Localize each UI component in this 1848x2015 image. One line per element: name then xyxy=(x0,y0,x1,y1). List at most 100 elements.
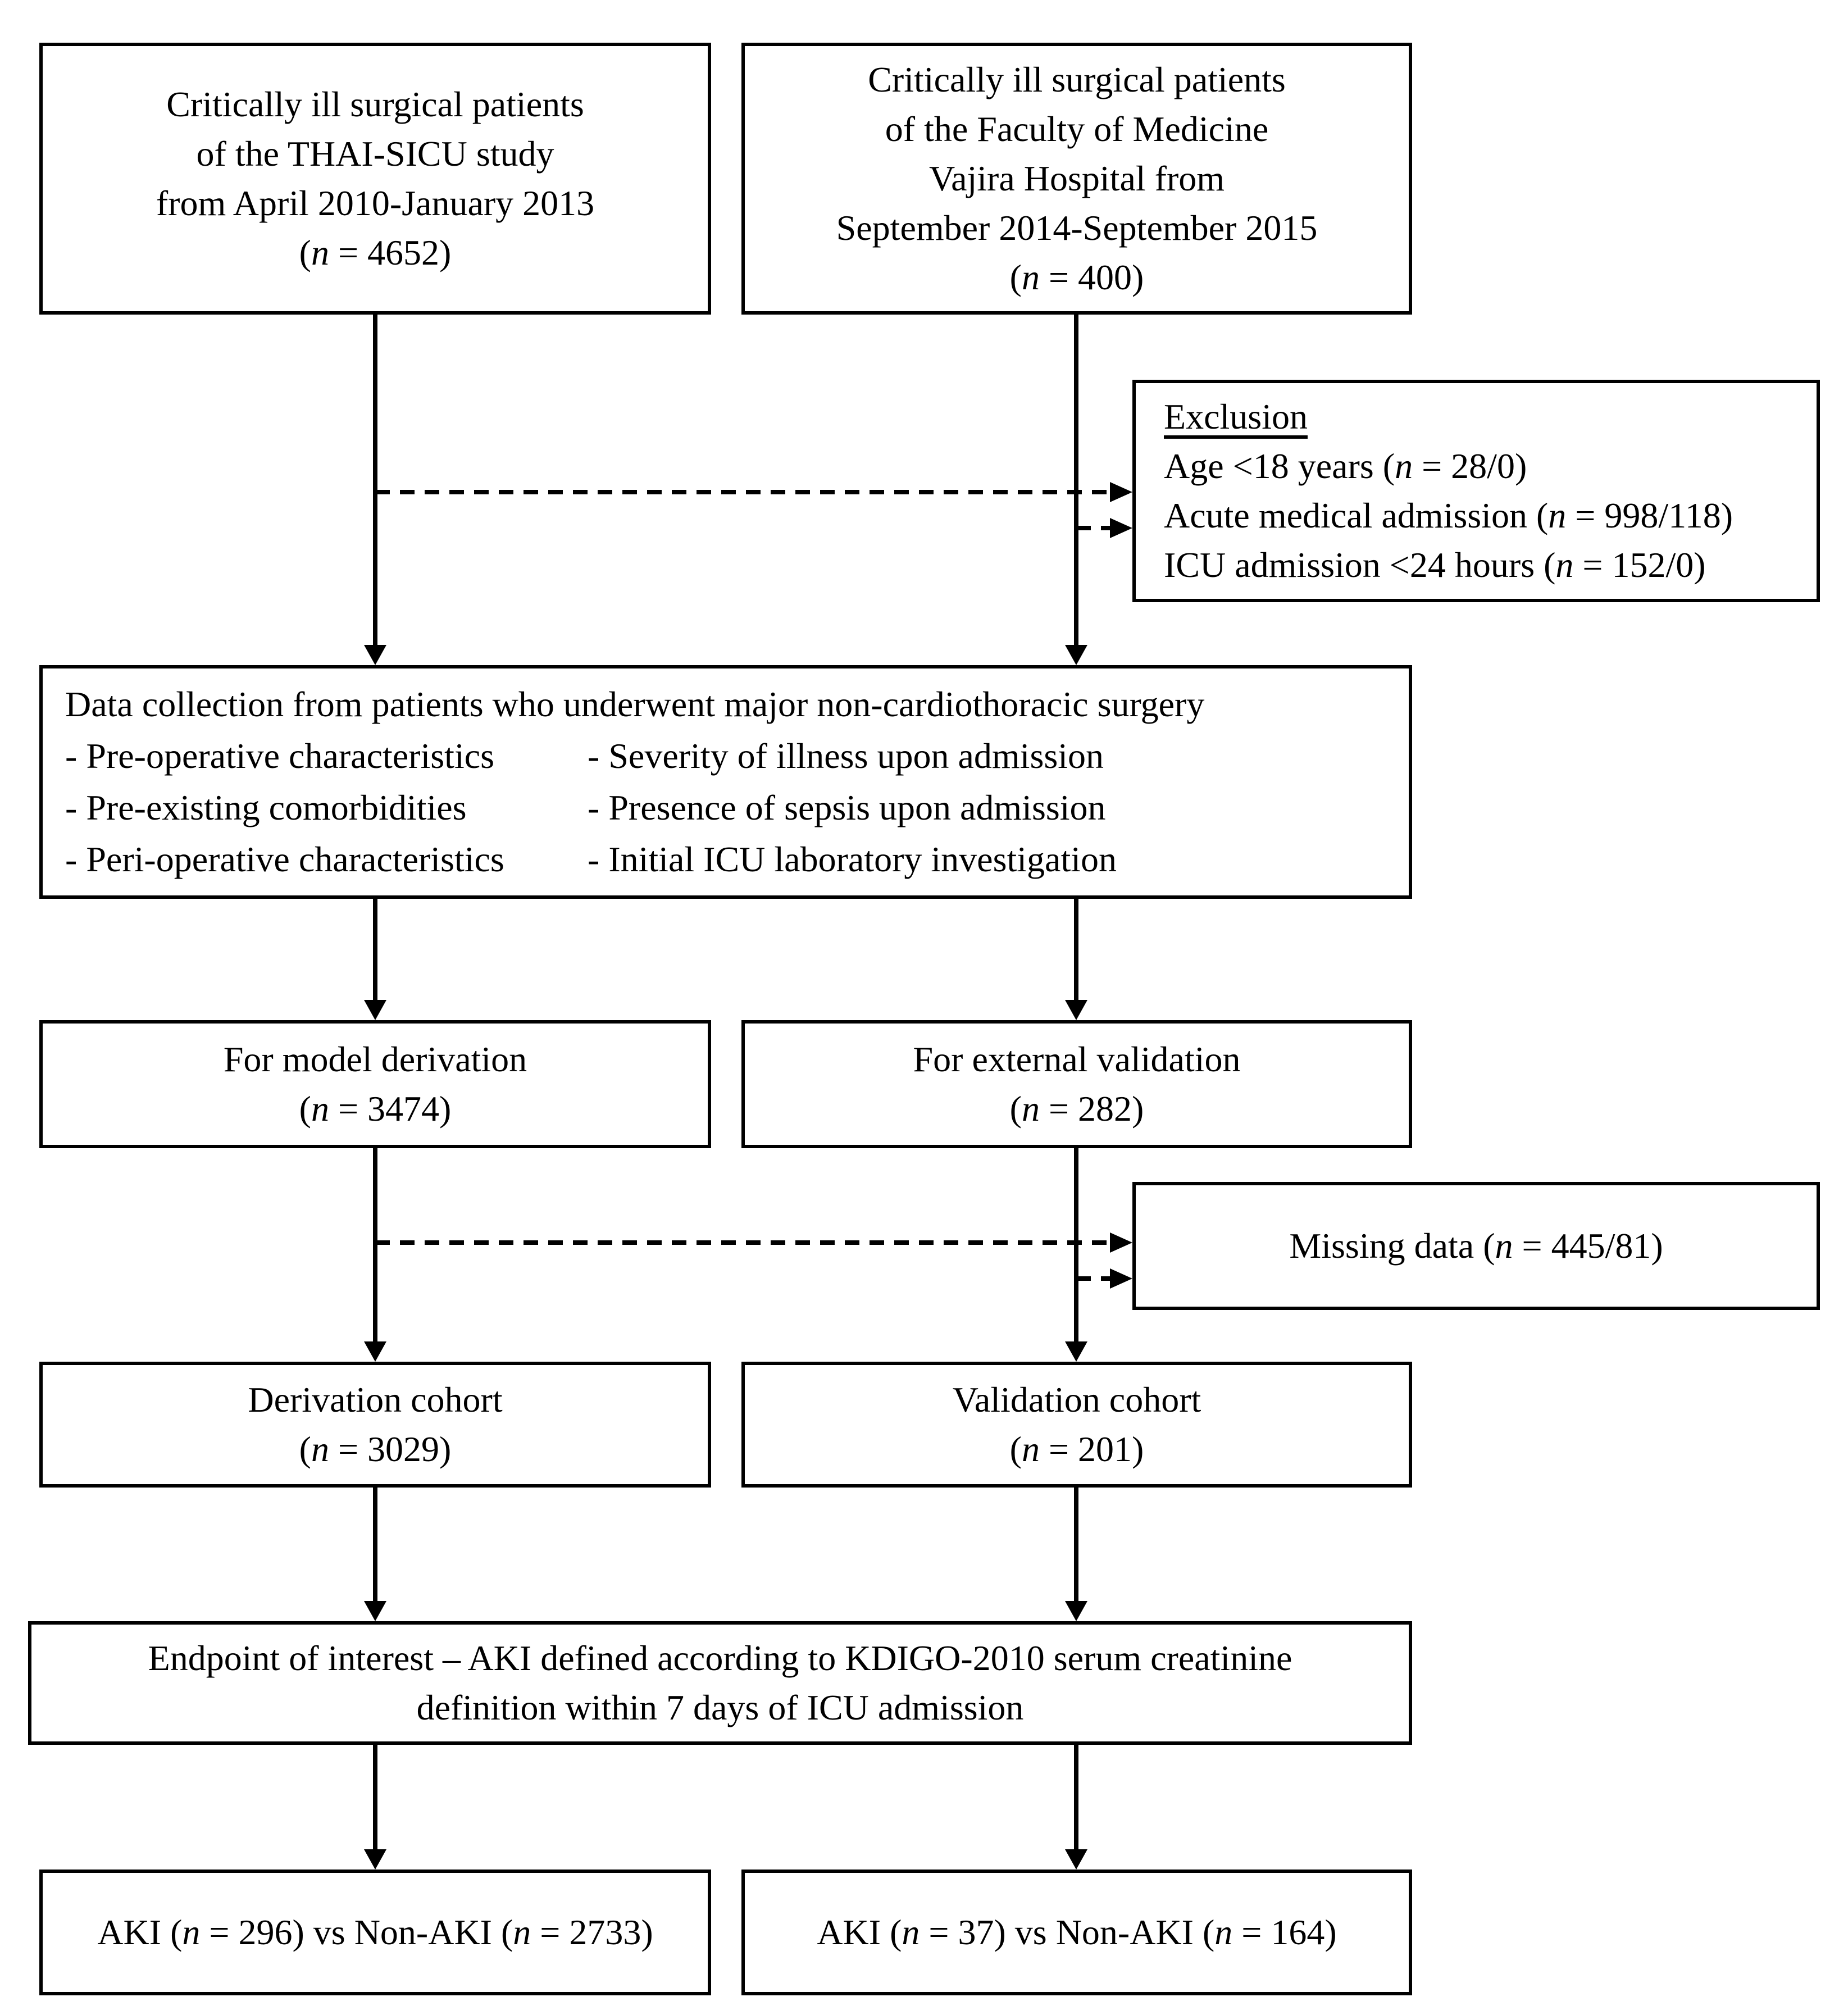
text-segment: n xyxy=(311,233,329,272)
text-segment: ( xyxy=(299,1089,311,1129)
arrow-dash xyxy=(1076,526,1112,530)
arrow-model-to-derivation-cohort xyxy=(364,1148,386,1362)
text-line: Exclusion xyxy=(1164,392,1308,442)
text-line: (n = 282) xyxy=(745,1084,1409,1134)
text-segment: = 164) xyxy=(1232,1912,1337,1952)
box-derivation-cohort-text: Derivation cohort(n = 3029) xyxy=(43,1365,708,1484)
arrowhead-down-icon xyxy=(364,1849,386,1870)
arrow-shaft xyxy=(1074,1488,1078,1604)
data-collection-row: - Pre-existing comorbidities - Presence … xyxy=(65,782,1386,834)
box-validation-cohort: Validation cohort(n = 201) xyxy=(741,1362,1412,1488)
text-segment: = 152/0) xyxy=(1573,545,1706,585)
text-segment: n xyxy=(1548,495,1567,535)
arrow-shaft xyxy=(373,315,377,648)
arrowhead-down-icon xyxy=(1065,1849,1087,1870)
text-line: definition within 7 days of ICU admissio… xyxy=(31,1683,1409,1732)
arrow-shaft xyxy=(373,899,377,1003)
arrowhead-down-icon xyxy=(364,1341,386,1362)
arrowhead-down-icon xyxy=(1065,645,1087,665)
box-model-derivation-text: For model derivation(n = 3474) xyxy=(43,1024,708,1145)
box-model-derivation: For model derivation(n = 3474) xyxy=(39,1020,711,1148)
text-segment: ICU admission <24 hours ( xyxy=(1164,545,1556,585)
arrowhead-down-icon xyxy=(364,645,386,665)
text-segment: definition within 7 days of ICU admissio… xyxy=(416,1687,1024,1727)
arrow-data-to-model-derivation xyxy=(364,899,386,1020)
text-segment: = 201) xyxy=(1039,1429,1144,1469)
text-segment: Critically ill surgical patients xyxy=(868,60,1286,99)
box-derivation-cohort: Derivation cohort(n = 3029) xyxy=(39,1362,711,1488)
arrowhead-right-icon xyxy=(1110,518,1132,538)
text-segment: - Pre-existing comorbidities xyxy=(65,788,467,827)
text-line: of the Faculty of Medicine xyxy=(745,104,1409,154)
arrowhead-down-icon xyxy=(1065,1601,1087,1621)
data-collection-row: - Pre-operative characteristics - Severi… xyxy=(65,730,1386,782)
text-segment: Endpoint of interest – AKI defined accor… xyxy=(148,1638,1292,1678)
box-missing-data: Missing data (n = 445/81) xyxy=(1132,1182,1820,1310)
arrow-shaft xyxy=(1074,1745,1078,1853)
arrow-derivation-cohort-to-endpoint xyxy=(364,1488,386,1621)
box-data-collection-text: Data collection from patients who underw… xyxy=(43,668,1409,895)
text-segment: - Severity of illness upon admission xyxy=(588,736,1104,776)
text-line: (n = 201) xyxy=(745,1425,1409,1474)
text-segment: = 28/0) xyxy=(1413,446,1527,486)
text-segment: - Peri-operative characteristics xyxy=(65,839,504,879)
arrowhead-right-icon xyxy=(1110,482,1132,502)
text-line: Missing data (n = 445/81) xyxy=(1136,1221,1817,1271)
text-segment: n xyxy=(182,1912,201,1952)
text-segment: ( xyxy=(1009,1089,1022,1129)
text-segment: n xyxy=(513,1912,531,1952)
box-vajira-source: Critically ill surgical patients of the F… xyxy=(741,43,1412,315)
text-line: Validation cohort xyxy=(745,1375,1409,1425)
text-line: Age <18 years (n = 28/0) xyxy=(1164,442,1527,491)
text-segment: n xyxy=(1495,1226,1513,1266)
arrow-data-to-external-validation xyxy=(1065,899,1087,1020)
text-segment: n xyxy=(1021,257,1040,297)
data-collection-row: - Peri-operative characteristics - Initi… xyxy=(65,834,1386,885)
box-external-validation: For external validation(n = 282) xyxy=(741,1020,1412,1148)
text-line: For external validation xyxy=(745,1035,1409,1084)
text-segment: ( xyxy=(1009,257,1022,297)
text-segment: = 2733) xyxy=(531,1912,653,1952)
data-collection-title: Data collection from patients who underw… xyxy=(65,679,1386,730)
arrowhead-right-icon xyxy=(1110,1268,1132,1289)
text-segment: n xyxy=(311,1429,329,1469)
arrow-shaft xyxy=(1074,899,1078,1003)
arrowhead-down-icon xyxy=(364,1000,386,1020)
bullet-comorbidities: - Pre-existing comorbidities xyxy=(65,782,588,834)
arrow-dash xyxy=(1076,1276,1112,1281)
text-segment: = 400) xyxy=(1039,257,1144,297)
text-segment: n xyxy=(1021,1429,1040,1469)
text-segment: from April 2010-January 2013 xyxy=(156,183,595,223)
text-line: Critically ill surgical patients xyxy=(745,55,1409,104)
dashed-arrow-derivation-to-exclusion xyxy=(375,482,1132,502)
arrow-endpoint-to-aki-validation xyxy=(1065,1745,1087,1870)
text-line: Vajira Hospital from xyxy=(745,154,1409,203)
arrowhead-down-icon xyxy=(1065,1341,1087,1362)
text-line: Critically ill surgical patients xyxy=(43,80,708,129)
dashed-arrow-validation-to-missing-data xyxy=(1076,1268,1132,1289)
text-line: (n = 3029) xyxy=(43,1425,708,1474)
text-segment: n xyxy=(1214,1912,1233,1952)
dashed-arrow-derivation-to-missing-data xyxy=(375,1232,1132,1253)
text-line: For model derivation xyxy=(43,1035,708,1084)
text-segment: September 2014-September 2015 xyxy=(836,208,1318,248)
text-segment: Acute medical admission ( xyxy=(1164,495,1549,535)
arrow-shaft xyxy=(373,1148,377,1345)
box-aki-derivation-text: AKI (n = 296) vs Non-AKI (n = 2733) xyxy=(43,1873,708,1992)
text-segment: AKI ( xyxy=(97,1912,183,1952)
text-line: September 2014-September 2015 xyxy=(745,203,1409,253)
text-segment: AKI ( xyxy=(817,1912,902,1952)
box-endpoint-text: Endpoint of interest – AKI defined accor… xyxy=(31,1625,1409,1741)
box-aki-validation-text: AKI (n = 37) vs Non-AKI (n = 164) xyxy=(745,1873,1409,1992)
text-segment: Critically ill surgical patients xyxy=(166,84,584,124)
arrowhead-down-icon xyxy=(364,1601,386,1621)
text-line: (n = 400) xyxy=(745,253,1409,302)
text-segment: Data collection from patients who underw… xyxy=(65,684,1205,724)
text-segment: = 3474) xyxy=(329,1089,452,1129)
arrow-validation-cohort-to-endpoint xyxy=(1065,1488,1087,1621)
